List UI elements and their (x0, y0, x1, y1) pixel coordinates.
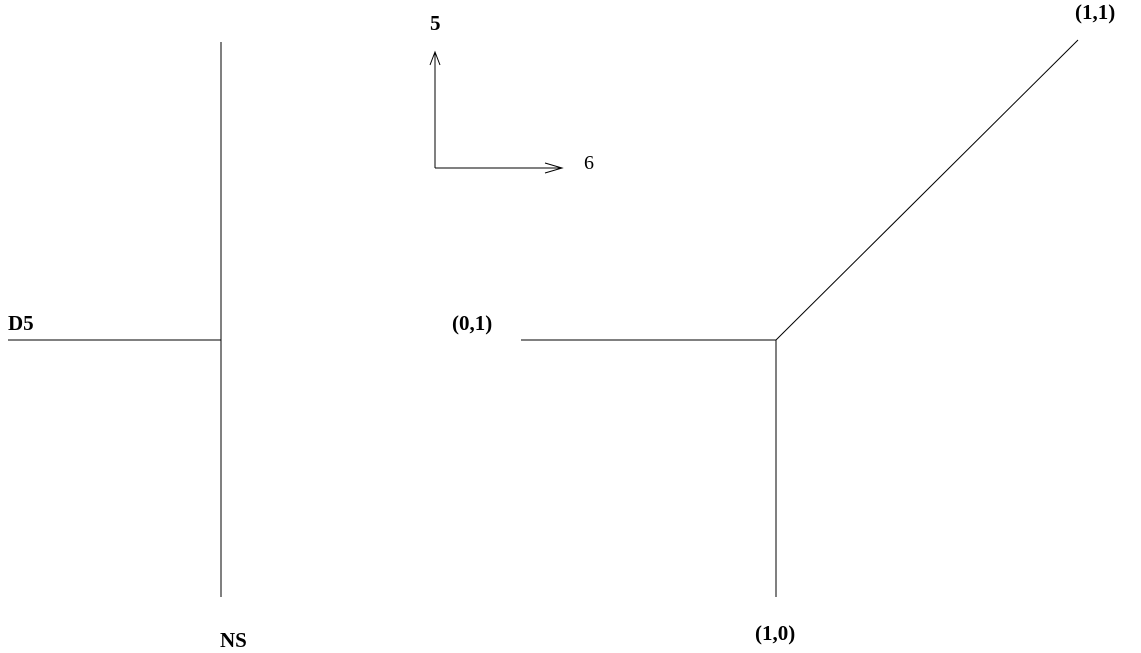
point-11-label: (1,1) (1075, 0, 1116, 24)
ns-label: NS (220, 628, 247, 652)
web-leg-11 (775, 39, 1079, 341)
axis-horizontal-label: 6 (584, 152, 594, 174)
point-01-label: (0,1) (452, 311, 493, 335)
axis-vertical-label: 5 (430, 11, 441, 35)
point-10-label: (1,0) (755, 621, 796, 645)
axis-horizontal-arrowhead (544, 162, 564, 174)
axis-vertical-arrowhead (429, 50, 441, 66)
d5-label: D5 (8, 311, 34, 335)
